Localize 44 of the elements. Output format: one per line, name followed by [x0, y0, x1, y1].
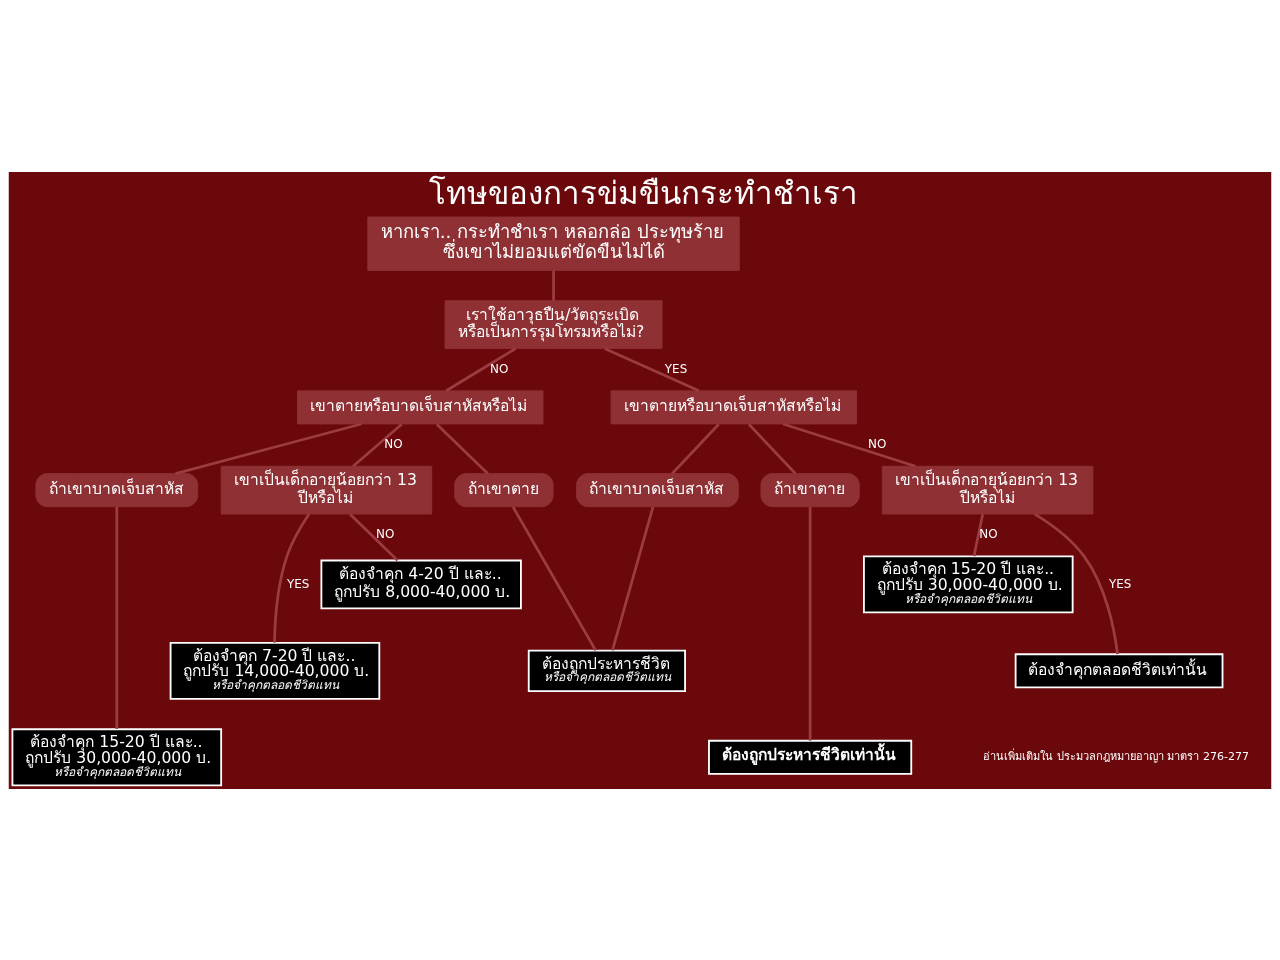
edge-label: YES	[664, 361, 688, 376]
connector	[445, 347, 517, 392]
node-box: เราใช้อาวุธปืน/วัตถุระเบิด หรือเป็นการรุมโทรมหรือไม่?	[444, 299, 663, 349]
node-box: เขาตายหรือบาดเจ็บสาหัสหรือไม่	[297, 389, 544, 424]
connector	[115, 506, 119, 729]
connector	[349, 512, 399, 561]
connector	[747, 422, 797, 474]
node-box: ต้องจำคุก 15-20 ปี และ.. ถูกปรับ 30,000-40,000 บ. หรือจำคุกตลอดชีวิตแทน	[863, 554, 1074, 613]
node-box: ถ้าเขาบาดเจ็บสาหัส	[576, 472, 739, 507]
connector	[604, 346, 700, 392]
edge-label: YES	[286, 576, 310, 591]
connector	[611, 506, 655, 651]
node-box: ต้องจำคุก 4-20 ปี และ.. ถูกปรับ 8,000-40,000 บ.	[320, 559, 522, 609]
diagram-title: โทษของการข่มขืนกระทำชำเรา	[428, 174, 858, 211]
node-box: ถ้าเขาบาดเจ็บสาหัส	[35, 472, 199, 507]
node-box: ต้องจำคุก 15-20 ปี และ.. ถูกปรับ 30,000-40,000 บ. หรือจำคุกตลอดชีวิตแทน	[11, 727, 223, 786]
node-box: ต้องถูกประหารชีวิตเท่านั้น	[708, 739, 913, 775]
node-box: ต้องจำคุกตลอดชีวิตเท่านั้น	[1014, 652, 1224, 688]
node-box: เขาตายหรือบาดเจ็บสาหัสหรือไม่	[610, 389, 857, 424]
node-box: ถ้าเขาตาย	[454, 472, 554, 507]
connector	[511, 505, 597, 651]
connector	[1034, 512, 1119, 654]
connector	[808, 506, 812, 741]
connector	[782, 422, 916, 468]
node-box: เขาเป็นเด็กอายุน้อยกว่า 13 ปีหรือไม่	[881, 465, 1094, 514]
node-box: เขาเป็นเด็กอายุน้อยกว่า 13 ปีหรือไม่	[220, 465, 433, 514]
connector	[552, 270, 555, 301]
connector	[972, 513, 985, 556]
node-box: ต้องถูกประหารชีวิต หรือจำคุกตลอดชีวิตแทน	[527, 649, 686, 692]
node-box: ต้องจำคุก 7-20 ปี และ.. ถูกปรับ 14,000-40,000 บ. หรือจำคุกตลอดชีวิตแทน	[169, 641, 381, 700]
edge-label: NO	[979, 526, 998, 541]
edge-label: NO	[490, 361, 509, 376]
connector	[175, 422, 362, 475]
label: อ่านเพิ่มเติมใน ประมวลกฎหมายอาญา มาตรา 276-277	[983, 749, 1249, 763]
connector	[435, 422, 489, 475]
edge-label: NO	[376, 526, 395, 541]
edge-label: NO	[384, 436, 403, 451]
node-box: ถ้าเขาตาย	[760, 472, 860, 507]
connector	[352, 422, 403, 467]
connector	[671, 422, 720, 474]
edge-label: NO	[868, 436, 887, 451]
edge-label: YES	[1108, 576, 1132, 591]
connector	[273, 513, 311, 643]
node-box: หากเรา.. กระทำชำเรา หลอกล่อ ประทุษร้าย ซึ่งเขาไม่ยอมแต่ขัดขืนไม่ได้	[367, 216, 740, 271]
